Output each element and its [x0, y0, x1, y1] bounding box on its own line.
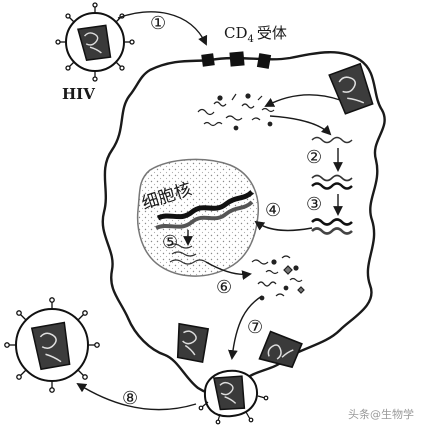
step-1-label: ①	[150, 13, 166, 34]
step-7-label: ⑦	[247, 317, 263, 338]
integrated-dna-strand	[156, 190, 254, 221]
step-6-label: ⑥	[216, 277, 232, 298]
budding-virion	[198, 369, 269, 425]
arrow-rna-to-assembly	[205, 261, 252, 280]
cd4-receptor	[256, 53, 272, 69]
reverse-transcription-rna	[311, 136, 353, 144]
virus-label: HIV	[62, 85, 95, 103]
step-8-label: ⑧	[122, 388, 138, 409]
step-3-label: ③	[306, 194, 322, 215]
assembled-capsid	[174, 322, 210, 364]
arrow-step-8	[76, 382, 197, 411]
assembly-components-cluster	[251, 255, 305, 301]
step-4-label: ④	[265, 200, 281, 221]
step-5-label: ⑤	[162, 232, 178, 253]
cd4-receptor	[201, 53, 215, 67]
rna-transcript	[169, 259, 207, 265]
watermark: 头条@生物学	[348, 407, 414, 421]
arrow-step-1	[117, 11, 208, 46]
arrow-step-4	[254, 220, 313, 232]
rna-transcript	[171, 251, 197, 257]
rna-dna-hybrid	[311, 174, 353, 190]
integrated-dna-strand	[155, 200, 254, 230]
cd4-receptor	[229, 51, 245, 67]
arrow-capsid-to-components	[264, 94, 341, 107]
released-hiv-virion	[4, 297, 100, 393]
arrow-components-to-rna	[269, 115, 332, 136]
viral-components-cluster	[197, 93, 275, 131]
arrow-step-6	[227, 295, 263, 360]
double-stranded-dna	[311, 218, 353, 235]
step-2-label: ②	[306, 147, 322, 168]
rna-transcript	[167, 243, 193, 249]
free-hiv-virion	[55, 2, 135, 82]
